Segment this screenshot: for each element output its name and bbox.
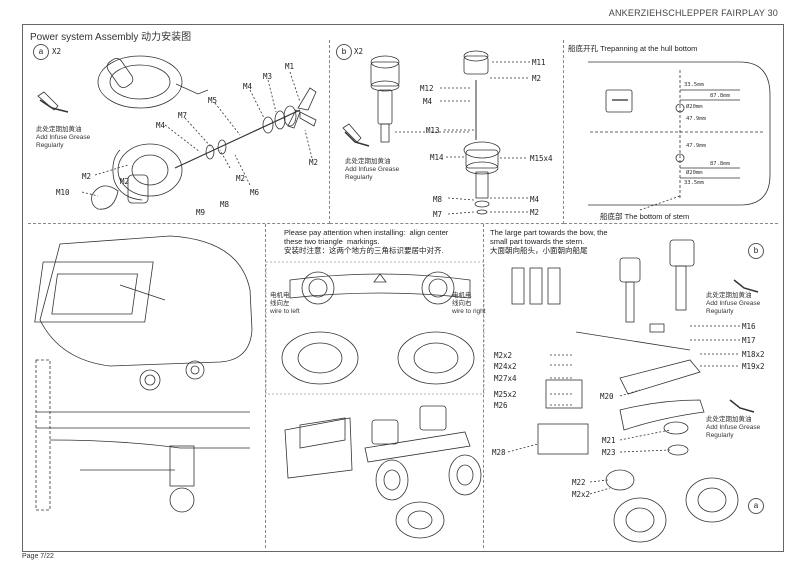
panel-a-label-m8: M8: [220, 200, 230, 209]
panel-f-label-m27: M27x4: [494, 374, 517, 383]
panel-f-label-m25: M25x2: [494, 390, 517, 399]
panel-b-label-m4: M4: [423, 97, 433, 106]
panel-a-label-m2d: M2: [120, 177, 130, 186]
panel-a-label-m5: M5: [208, 96, 218, 105]
panel-f-label-m24: M24x2: [494, 362, 517, 371]
panel-f-label-m20: M20: [600, 392, 614, 401]
panel-a-grease-note: 此处定期加黄油 Add Infuse Grease Regularly: [36, 126, 91, 149]
panel-e: [266, 224, 484, 548]
panel-f-note: The large part towards the bow, the smal…: [490, 228, 608, 255]
panel-a-marker: a: [33, 44, 49, 60]
panel-c-dim-4: 47.9mm: [686, 143, 706, 149]
panel-f-label-m26: M26: [494, 401, 508, 410]
panel-b-label-m14: M14: [430, 153, 444, 162]
panel-b-grease-note: 此处定期加黄油 Add Infuse Grease Regularly: [345, 158, 400, 181]
panel-a-label-m6: M6: [250, 188, 260, 197]
panel-a: [28, 40, 330, 224]
panel-c-dim-0: 33.5mm: [684, 82, 704, 88]
panel-b-label-m2: M2: [532, 74, 542, 83]
panel-d: [28, 224, 266, 548]
panel-a-label-m4b: M4: [156, 121, 166, 130]
panel-a-label-m7: M7: [178, 111, 188, 120]
page-number: Page 7/22: [22, 553, 54, 560]
panel-b-label-m4b: M4: [530, 195, 540, 204]
panel-b-label-m13: M13: [426, 126, 440, 135]
page-frame: [22, 24, 784, 552]
panel-b-label-m2b: M2: [530, 208, 540, 217]
panel-a-label-m9: M9: [196, 208, 206, 217]
panel-a-label-m3: M3: [263, 72, 273, 81]
document-title: ANKERZIEHSCHLEPPER FAIRPLAY 30: [608, 8, 778, 18]
panel-f-label-m19: M19x2: [742, 362, 765, 371]
panel-b-label-m12: M12: [420, 84, 434, 93]
panel-e-note: Please pay attention when installing: al…: [284, 228, 449, 255]
panel-f-label-m28: M28: [492, 448, 506, 457]
panel-f-label-m23: M23: [602, 448, 616, 457]
panel-c-dim-6: Ø20mm: [686, 170, 703, 176]
panel-c-dim-3: 47.9mm: [686, 116, 706, 122]
panel-f-label-m2x2-b: M2x2: [572, 490, 591, 499]
panel-f-label-m16: M16: [742, 322, 756, 331]
panel-f-label-m21: M21: [602, 436, 616, 445]
panel-b-label-m8: M8: [433, 195, 443, 204]
panel-c-caption: 船底部 The bottom of stem: [600, 212, 690, 221]
panel-a-label-m1: M1: [285, 62, 295, 71]
panel-c-dim-2: Ø20mm: [686, 104, 703, 110]
panel-b-label-m11: M11: [532, 58, 546, 67]
panel-a-label-m4: M4: [243, 82, 253, 91]
panel-c-dim-7: 33.5mm: [684, 180, 704, 186]
panel-f-marker-b: b: [748, 243, 764, 259]
panel-f-label-m18: M18x2: [742, 350, 765, 359]
panel-c: [564, 40, 778, 224]
panel-a-label-m2c: M2: [82, 172, 92, 181]
panel-b-marker: b: [336, 44, 352, 60]
panel-f-grease-note-2: 此处定期加黄油 Add Infuse Grease Regularly: [706, 416, 761, 439]
panel-b: [330, 40, 564, 224]
panel-f-label-m2x2: M2x2: [494, 351, 513, 360]
panel-f-grease-note: 此处定期加黄油 Add Infuse Grease Regularly: [706, 292, 761, 315]
panel-e-left-note: 电机电 线向左 wire to left: [270, 292, 300, 315]
panel-f-label-m22: M22: [572, 478, 586, 487]
panel-e-right-note: 电机电 线向右 wire to right: [452, 292, 486, 315]
panel-c-dim-5: 87.8mm: [710, 161, 730, 167]
panel-c-dim-1: 87.8mm: [710, 93, 730, 99]
panel-b-label-m15: M15x4: [530, 154, 553, 163]
panel-f-label-m17: M17: [742, 336, 756, 345]
panel-a-label-m10: M10: [56, 188, 70, 197]
panel-f-marker-a: a: [748, 498, 764, 514]
panel-b-label-m7: M7: [433, 210, 443, 219]
panel-a-label-m2: M2: [309, 158, 319, 167]
panel-a-label-m2b: M2: [236, 174, 246, 183]
panel-a-qty: X2: [52, 47, 62, 56]
section-title: Power system Assembly 动力安装图: [30, 32, 192, 43]
panel-c-title: 船底开孔 Trepanning at the hull bottom: [568, 44, 698, 53]
panel-b-qty: X2: [354, 47, 364, 56]
